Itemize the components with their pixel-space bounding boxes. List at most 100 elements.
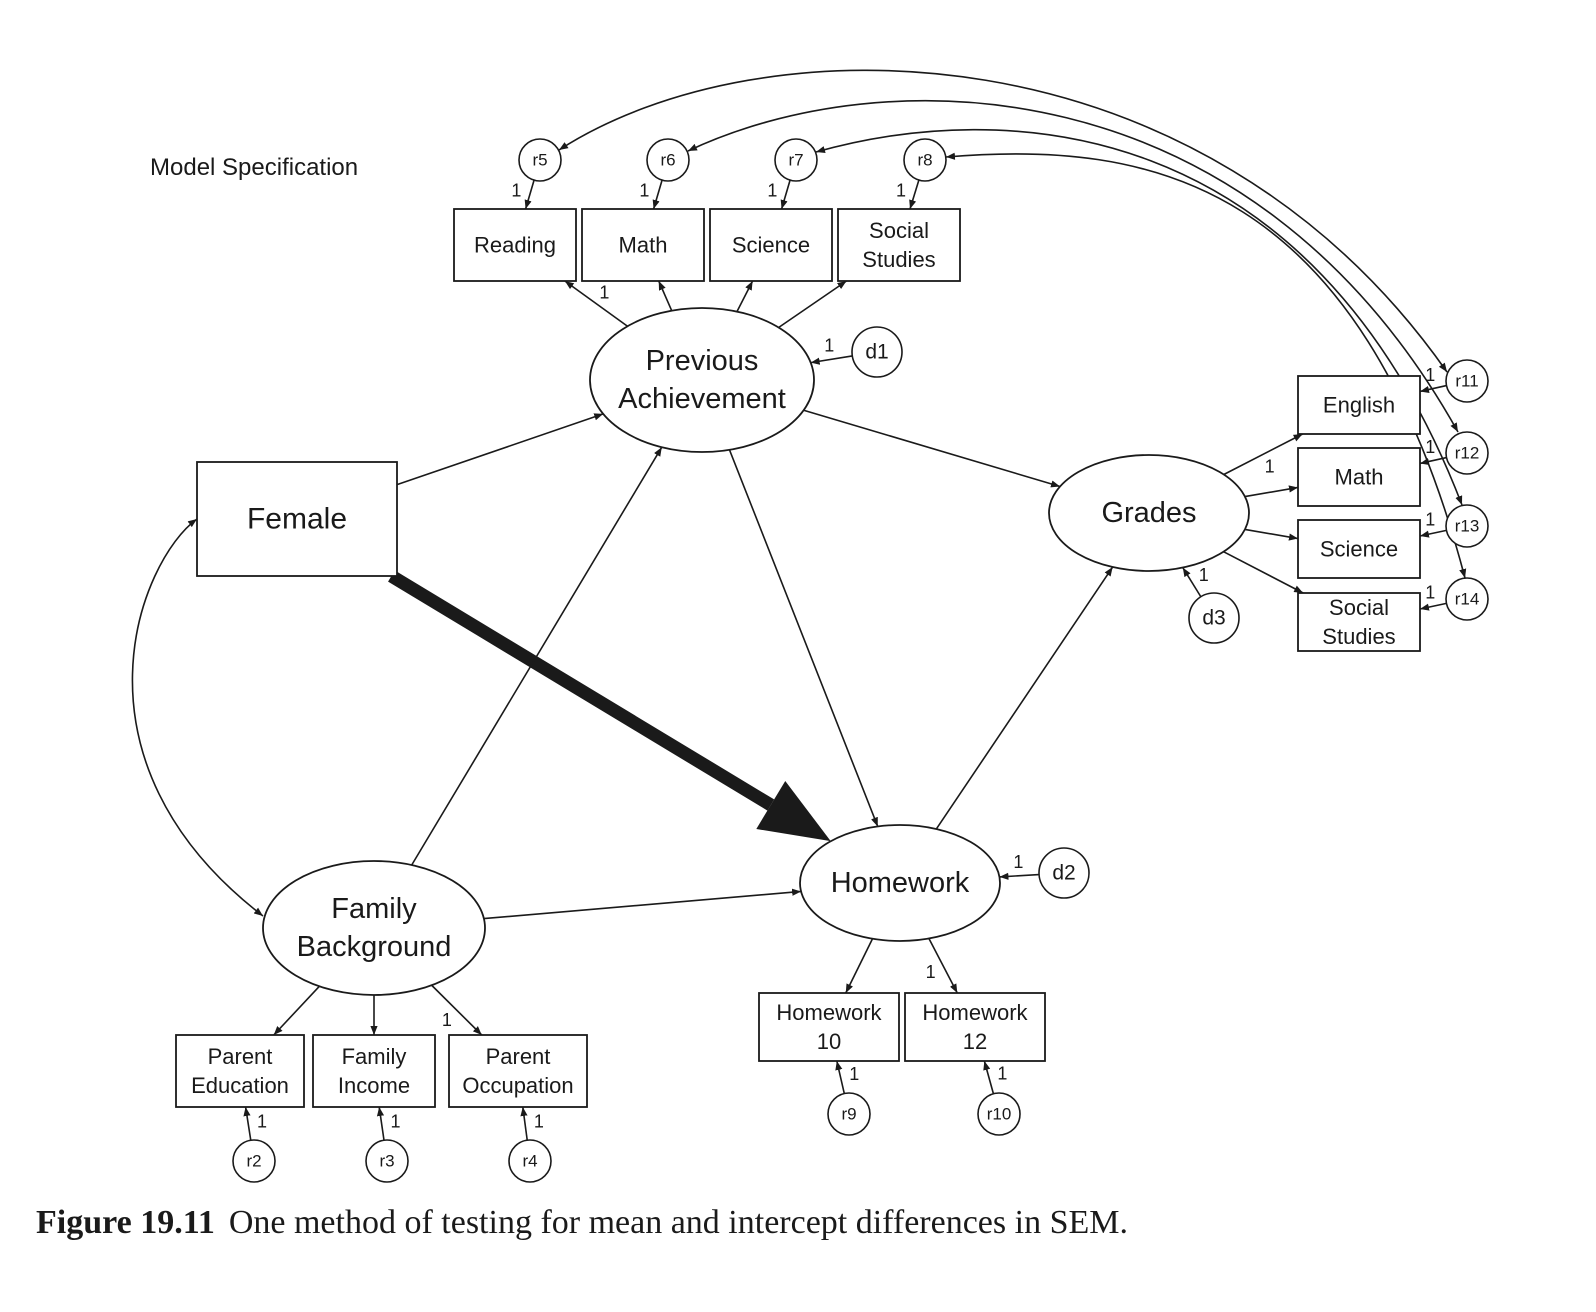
node-label: Achievement — [618, 383, 786, 415]
path-female-to-prev-ach — [396, 413, 604, 486]
node-label: r14 — [1455, 590, 1480, 609]
path-d1-to-prev-ach — [810, 355, 853, 365]
observed-variable-box — [1297, 592, 1421, 652]
path-line — [835, 1060, 846, 1094]
path-line — [396, 413, 604, 486]
path-r3-to-family-inc — [376, 1106, 385, 1141]
fixed-loading-label: 1 — [1425, 365, 1435, 385]
error-term-circle — [1038, 847, 1090, 899]
node-label: r11 — [1455, 372, 1478, 391]
node-label: r5 — [532, 151, 547, 170]
path-homework-to-hw10 — [845, 938, 874, 994]
path-grades-to-math-gr — [1244, 485, 1299, 498]
path-line — [1244, 485, 1299, 498]
node-label: r2 — [246, 1152, 261, 1171]
fixed-loading-label: 1 — [599, 282, 609, 302]
path-r8-to-social-pa — [909, 179, 920, 210]
path-r4-to-parent-occ — [520, 1106, 529, 1141]
path-line — [273, 985, 320, 1036]
fixed-loading-label: 1 — [639, 181, 649, 201]
path-line — [243, 1106, 252, 1141]
figure-caption: Figure 19.11 One method of testing for me… — [36, 1204, 1128, 1242]
node-label: d1 — [865, 341, 888, 364]
path-r14-to-social-gr — [1419, 602, 1447, 611]
path-line — [524, 179, 535, 210]
path-r7-to-science-pa — [780, 179, 791, 210]
heavy-arrowhead — [756, 781, 831, 842]
node-grades: Grades — [1048, 454, 1250, 572]
heavy-path-line — [388, 570, 775, 811]
error-term-circle — [903, 138, 947, 182]
node-label: Social — [869, 218, 929, 243]
path-line — [935, 566, 1114, 830]
panel-label: Model Specification — [150, 154, 359, 181]
path-r6-to-math-pa — [652, 179, 663, 210]
node-r13: r13 — [1445, 504, 1489, 548]
node-label: r8 — [917, 151, 932, 170]
error-term-circle — [508, 1139, 552, 1183]
node-r2: r2 — [232, 1139, 276, 1183]
node-science-gr: Science — [1297, 519, 1421, 579]
error-term-circle — [1445, 504, 1489, 548]
node-label: Education — [191, 1073, 289, 1098]
path-family-bg-to-prev-ach — [411, 446, 663, 866]
fixed-loading-label: 1 — [824, 335, 834, 355]
node-label: d3 — [1202, 607, 1225, 630]
path-line — [483, 888, 802, 920]
node-label: Homework — [776, 1000, 882, 1025]
error-term-circle — [827, 1092, 871, 1136]
path-line — [983, 1060, 995, 1094]
node-female: Female — [196, 461, 398, 577]
caption-text: One method of testing for mean and inter… — [228, 1204, 1128, 1241]
node-label: Previous — [646, 345, 759, 377]
path-line — [928, 938, 959, 994]
error-term-circle — [1445, 577, 1489, 621]
fixed-loading-label: 1 — [926, 962, 936, 982]
node-math-pa: Math — [581, 208, 705, 282]
latent-variable-ellipse — [589, 307, 815, 453]
error-term-circle — [851, 326, 903, 378]
fixed-loading-label: 1 — [257, 1111, 267, 1131]
observed-variable-box — [196, 461, 398, 577]
node-d3: d3 — [1188, 592, 1240, 644]
path-female-to-homework — [388, 570, 831, 842]
path-prev-ach-to-science-pa — [736, 280, 754, 312]
node-label: Studies — [862, 247, 935, 272]
node-label: Occupation — [462, 1073, 573, 1098]
path-homework-to-hw12 — [928, 938, 959, 994]
node-label: r4 — [522, 1152, 537, 1171]
fixed-loading-label: 1 — [390, 1112, 400, 1132]
node-d2: d2 — [1038, 847, 1090, 899]
observed-variable-box — [758, 992, 900, 1062]
node-label: Homework — [922, 1000, 1028, 1025]
caption-number: Figure 19.11 — [36, 1204, 215, 1241]
path-line — [520, 1106, 529, 1141]
path-family-bg-to-parent-edu — [273, 985, 320, 1036]
path-line — [411, 446, 663, 866]
observed-variable-box — [453, 208, 577, 282]
node-label: r10 — [987, 1105, 1012, 1124]
node-r12: r12 — [1445, 431, 1489, 475]
fixed-loading-label: 1 — [1013, 852, 1023, 872]
fixed-loading-label: 1 — [1425, 582, 1435, 602]
node-math-gr: Math — [1297, 447, 1421, 507]
path-line — [376, 1106, 385, 1141]
fixed-loading-label: 1 — [896, 180, 906, 200]
latent-variable-ellipse — [262, 860, 486, 996]
error-term-circle — [646, 138, 690, 182]
node-r4: r4 — [508, 1139, 552, 1183]
node-label: Parent — [208, 1044, 273, 1069]
error-term-circle — [1445, 431, 1489, 475]
node-label: Parent — [486, 1044, 551, 1069]
latent-variable-ellipse — [799, 824, 1001, 942]
node-label: Science — [1320, 537, 1398, 562]
latent-variable-ellipse — [1048, 454, 1250, 572]
fixed-loading-label: 1 — [849, 1064, 859, 1084]
path-line — [1223, 550, 1304, 594]
path-homework-to-grades — [935, 566, 1114, 830]
path-line — [564, 280, 628, 327]
path-grades-to-english — [1223, 433, 1303, 476]
